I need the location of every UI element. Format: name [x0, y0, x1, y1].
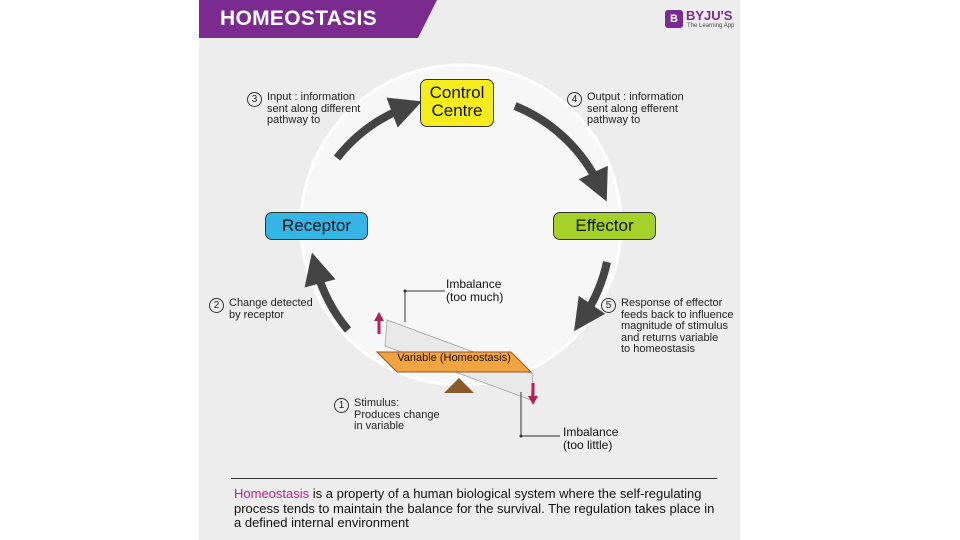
infographic-panel: HOMEOSTASIS B BYJU'S The Learning App [199, 0, 740, 540]
control-centre-box: Control Centre [420, 79, 494, 127]
step-number: 5 [601, 298, 616, 313]
imbalance-too-little-label: Imbalance (too little) [563, 426, 618, 451]
definition-term: Homeostasis [234, 486, 309, 501]
step-text: Change detected by receptor [229, 298, 313, 321]
receptor-label: Receptor [282, 216, 351, 235]
step-number: 3 [247, 92, 262, 107]
step-number: 1 [334, 398, 349, 413]
variable-label: Variable (Homeostasis) [392, 352, 516, 364]
imbalance-too-much-label: Imbalance (too much) [446, 278, 503, 303]
step-number: 4 [567, 92, 582, 107]
definition-text: Homeostasis is a property of a human bio… [234, 487, 724, 531]
receptor-box: Receptor [265, 212, 368, 240]
divider [231, 478, 717, 479]
step-text: Input : information sent along different… [267, 92, 360, 127]
effector-label: Effector [575, 216, 633, 235]
control-centre-label: Control Centre [430, 83, 485, 120]
step-text: Stimulus: Produces change in variable [354, 398, 440, 433]
effector-box: Effector [553, 212, 656, 240]
step-number: 2 [209, 298, 224, 313]
step-text: Output : information sent along efferent… [587, 92, 684, 127]
step-text: Response of effector feeds back to influ… [621, 298, 734, 356]
